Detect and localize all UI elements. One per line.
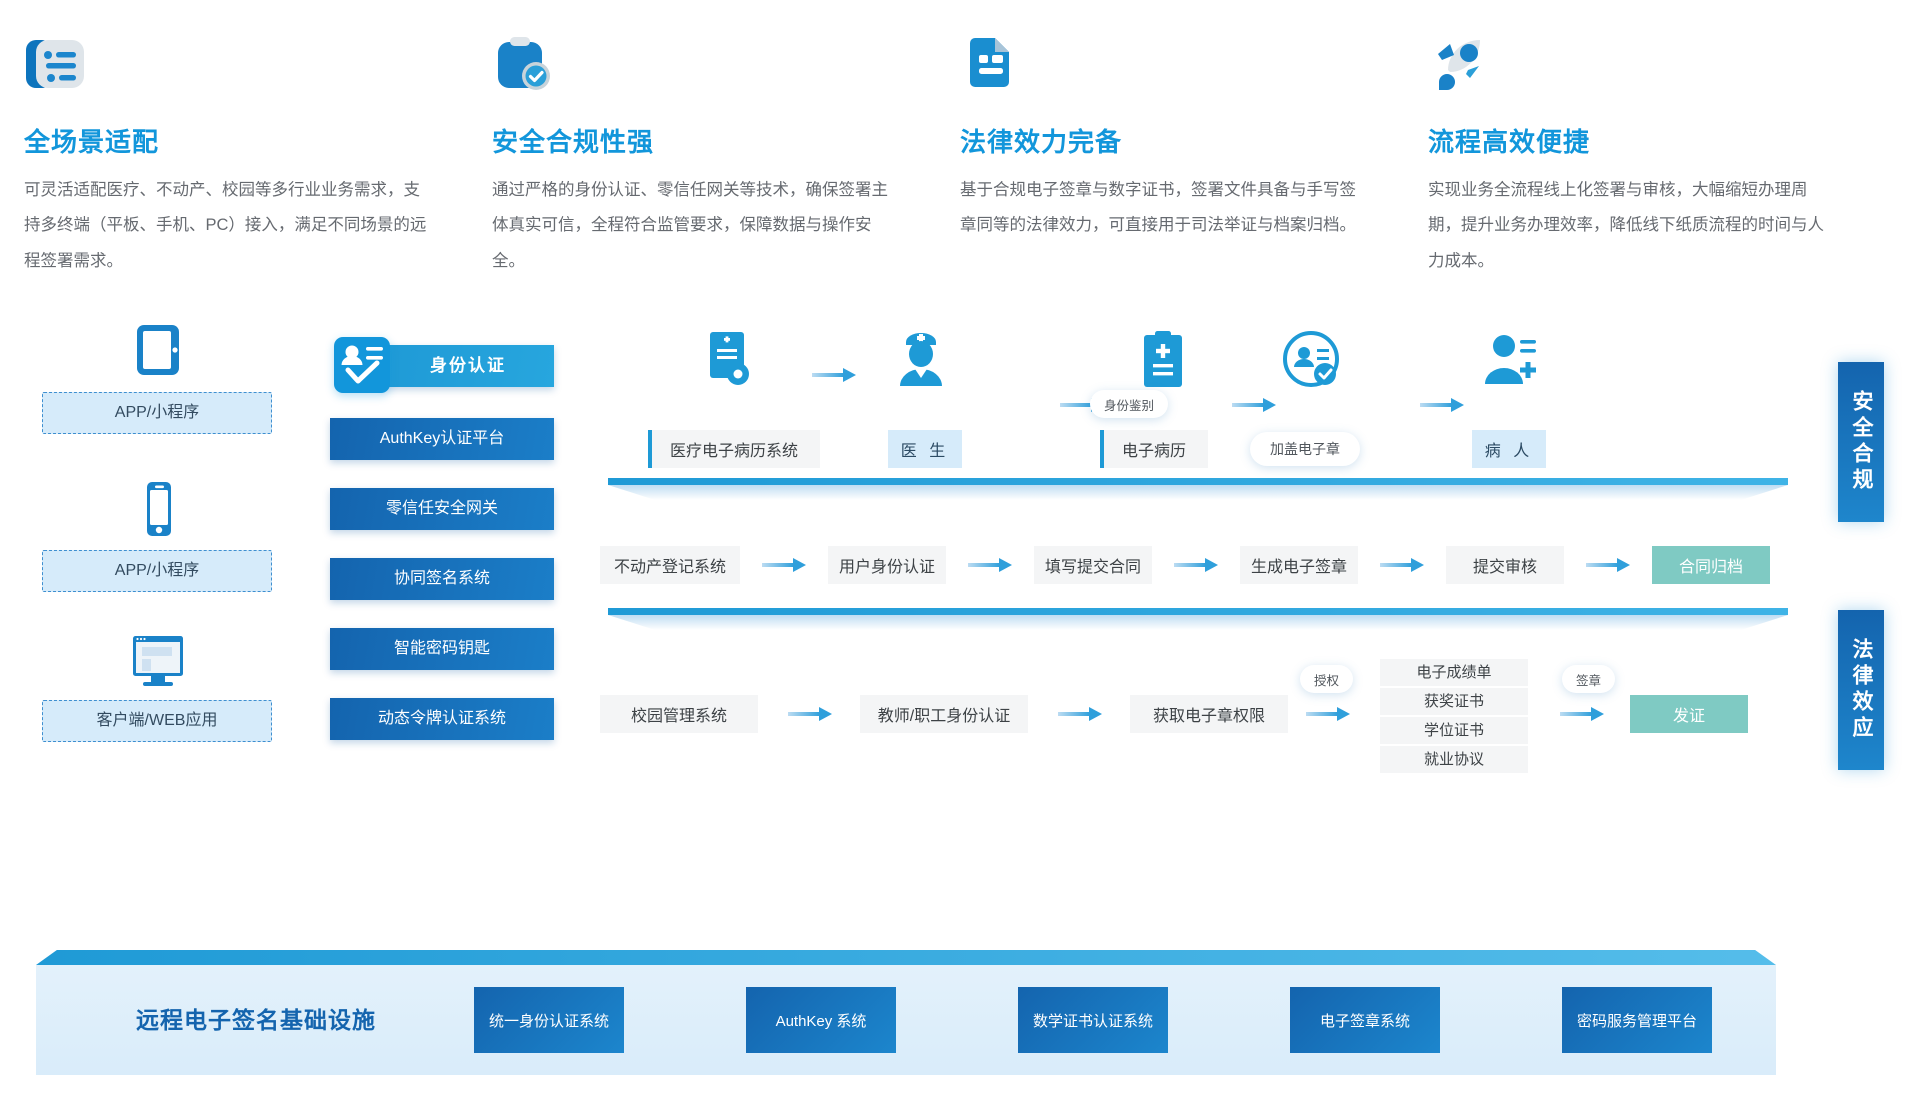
infra-item-crypto-service[interactable]: 密码服务管理平台 xyxy=(1562,987,1712,1053)
arrow-icon xyxy=(1306,707,1350,721)
system-button-zerotrust[interactable]: 零信任安全网关 xyxy=(330,488,554,530)
document-icon xyxy=(960,34,1022,96)
arrow-icon xyxy=(812,368,856,382)
feature-card: 法律效力完备 基于合规电子签章与数字证书，签署文件具备与手写签章同等的法律效力，… xyxy=(960,34,1428,279)
id-verify-icon xyxy=(1280,330,1342,397)
node-label: 医 生 xyxy=(888,430,962,468)
system-button-identity[interactable]: 身份认证 xyxy=(334,337,554,393)
arrow-icon xyxy=(788,707,832,721)
doctor-icon xyxy=(890,330,952,397)
list-item: 就业协议 xyxy=(1380,746,1528,773)
certificate-list: 电子成绩单 获奖证书 学位证书 就业协议 xyxy=(1380,659,1528,775)
arrow-icon xyxy=(1420,398,1464,412)
pill-seal: 签章 xyxy=(1562,665,1616,693)
system-button-authkey[interactable]: AuthKey认证平台 xyxy=(330,418,554,460)
node-label: 教师/职工身份认证 xyxy=(860,695,1028,733)
arrow-icon xyxy=(968,558,1012,572)
feature-desc: 实现业务全流程线上化签署与审核，大幅缩短办理周期，提升业务办理效率，降低线下纸质… xyxy=(1428,181,1824,270)
pill-identity-check: 身份鉴别 xyxy=(1090,390,1169,418)
side-badge-security: 安全合规 xyxy=(1838,362,1884,522)
phone-icon xyxy=(42,478,272,540)
device-item-desktop[interactable]: 客户端/WEB应用 xyxy=(42,628,272,742)
workflow-medical: 身份鉴别 医疗电子病历系统 医 生 电子病历 加盖电子章 病 人 xyxy=(600,330,1800,490)
feature-desc: 基于合规电子签章与数字证书，签署文件具备与手写签章同等的法律效力，可直接用于司法… xyxy=(960,181,1356,235)
node-label: 获取电子章权限 xyxy=(1130,695,1288,733)
device-item-phone[interactable]: APP/小程序 xyxy=(42,478,272,592)
patient-icon xyxy=(1480,330,1542,397)
architecture-diagram: APP/小程序 APP/小程序 xyxy=(0,300,1920,1110)
infrastructure-bar: 远程电子签名基础设施 统一身份认证系统 AuthKey 系统 数学证书认证系统 … xyxy=(36,965,1776,1075)
system-button-otp[interactable]: 动态令牌认证系统 xyxy=(330,698,554,740)
clipboard-check-icon xyxy=(492,34,554,96)
feature-cards: 全场景适配 可灵活适配医疗、不动产、校园等多行业业务需求，支持多终端（平板、手机… xyxy=(0,34,1920,279)
arrow-icon xyxy=(1380,558,1424,572)
device-label: 客户端/WEB应用 xyxy=(42,700,272,742)
node-label: 加盖电子章 xyxy=(1250,432,1360,466)
rocket-icon xyxy=(1428,34,1490,96)
arrow-icon xyxy=(1560,707,1604,721)
node-label: 生成电子签章 xyxy=(1240,546,1358,584)
tablet-icon xyxy=(42,320,272,382)
infra-item-cert-auth[interactable]: 数学证书认证系统 xyxy=(1018,987,1168,1053)
node-label: 电子病历 xyxy=(1100,430,1209,468)
feature-title: 法律效力完备 xyxy=(960,127,1123,157)
node-label: 病 人 xyxy=(1472,430,1546,468)
workflow-realestate: 不动产登记系统 用户身份认证 填写提交合同 生成电子签章 提交审核 合同归档 xyxy=(600,540,1800,590)
infra-top-edge xyxy=(36,950,1776,965)
pill-authorize: 授权 xyxy=(1300,665,1354,693)
system-button-smartkey[interactable]: 智能密码钥匙 xyxy=(330,628,554,670)
infra-item-unified-auth[interactable]: 统一身份认证系统 xyxy=(474,987,624,1053)
node-label-final: 合同归档 xyxy=(1652,546,1770,584)
node-label: 医疗电子病历系统 xyxy=(648,430,821,468)
device-label: APP/小程序 xyxy=(42,392,272,434)
arrow-icon xyxy=(1058,707,1102,721)
device-item-tablet[interactable]: APP/小程序 xyxy=(42,320,272,434)
infra-item-esign[interactable]: 电子签章系统 xyxy=(1290,987,1440,1053)
desktop-icon xyxy=(42,628,272,690)
system-button-label: 身份认证 xyxy=(430,356,506,375)
side-badge-legal: 法律效应 xyxy=(1838,610,1884,770)
node-label: 用户身份认证 xyxy=(828,546,946,584)
node-label: 校园管理系统 xyxy=(600,695,758,733)
arrow-icon xyxy=(762,558,806,572)
medical-record-icon xyxy=(700,330,756,397)
node-label-final: 发证 xyxy=(1630,695,1748,733)
node-label: 填写提交合同 xyxy=(1034,546,1152,584)
feature-title: 安全合规性强 xyxy=(492,127,655,157)
section-divider xyxy=(608,478,1788,500)
list-item: 获奖证书 xyxy=(1380,688,1528,715)
section-divider xyxy=(608,608,1788,630)
workflow-campus: 校园管理系统 教师/职工身份认证 获取电子章权限 授权 电子成绩单 获奖证书 学… xyxy=(600,645,1820,795)
clipboard-icon xyxy=(1136,330,1190,397)
infrastructure-title: 远程电子签名基础设施 xyxy=(136,1007,376,1033)
node-label: 提交审核 xyxy=(1446,546,1564,584)
arrow-icon xyxy=(1174,558,1218,572)
system-button-cosign[interactable]: 协同签名系统 xyxy=(330,558,554,600)
arrow-icon xyxy=(1232,398,1276,412)
node-label: 不动产登记系统 xyxy=(600,546,740,584)
feature-title: 流程高效便捷 xyxy=(1428,127,1591,157)
feature-desc: 可灵活适配医疗、不动产、校园等多行业业务需求，支持多终端（平板、手机、PC）接入… xyxy=(24,181,427,270)
feature-card: 安全合规性强 通过严格的身份认证、零信任网关等技术，确保签署主体真实可信，全程符… xyxy=(492,34,960,279)
device-label: APP/小程序 xyxy=(42,550,272,592)
feature-card: 流程高效便捷 实现业务全流程线上化签署与审核，大幅缩短办理周期，提升业务办理效率… xyxy=(1428,34,1896,279)
feature-title: 全场景适配 xyxy=(24,127,160,157)
list-item: 电子成绩单 xyxy=(1380,659,1528,686)
arrow-icon xyxy=(1586,558,1630,572)
list-item: 学位证书 xyxy=(1380,717,1528,744)
id-card-check-icon xyxy=(334,337,390,393)
feature-desc: 通过严格的身份认证、零信任网关等技术，确保签署主体真实可信，全程符合监管要求，保… xyxy=(492,181,888,270)
infra-item-authkey[interactable]: AuthKey 系统 xyxy=(746,987,896,1053)
feature-card: 全场景适配 可灵活适配医疗、不动产、校园等多行业业务需求，支持多终端（平板、手机… xyxy=(24,34,492,279)
list-card-icon xyxy=(24,34,86,96)
